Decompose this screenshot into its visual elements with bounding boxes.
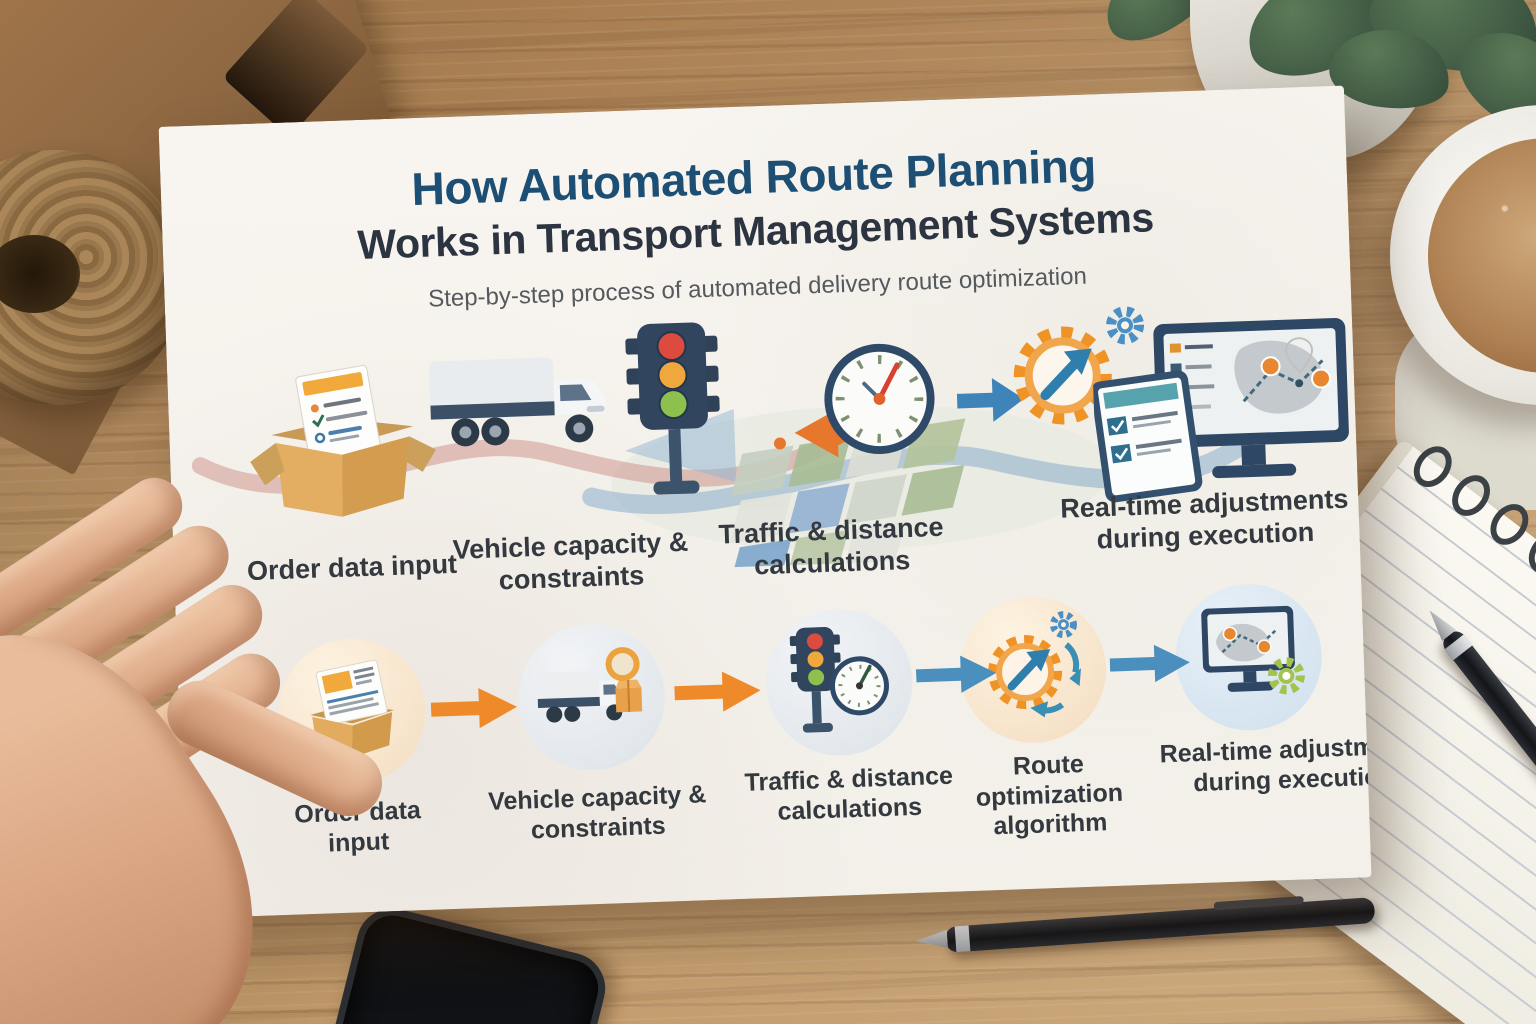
- delivery-truck-icon: [429, 357, 606, 447]
- traffic-light-clock-icon: [789, 626, 889, 733]
- monitor-map-gear-icon: [1201, 605, 1305, 695]
- gear-route-arrows-icon: [988, 611, 1081, 718]
- blue-connector-arrow: [915, 655, 997, 693]
- clock-icon: [824, 343, 935, 455]
- step-label-realtime-adjustments: Real-time adjustments during execution: [1159, 731, 1372, 797]
- gear-with-arrow-icon: [1013, 306, 1145, 425]
- pen-on-desk: [945, 895, 1376, 953]
- orange-connector-arrow: [430, 688, 517, 729]
- badge-route-algorithm: [957, 594, 1109, 746]
- orange-arrow-on-map: [794, 409, 870, 458]
- pen-tip: [915, 930, 948, 950]
- step-label-vehicle-capacity: Vehicle capacity & constraints: [452, 526, 689, 596]
- step-label-vehicle-capacity: Vehicle capacity & constraints: [487, 780, 707, 844]
- step-label-traffic-distance: Traffic & distance calculations: [744, 761, 954, 826]
- blue-arrow-icon: [956, 378, 1024, 422]
- step-label-traffic-distance: Traffic & distance calculations: [718, 511, 945, 581]
- step-label-realtime-adjustments: Real-time adjustments during execution: [1059, 483, 1349, 555]
- infographic-paper: How Automated Route Planning Works in Tr…: [158, 85, 1372, 919]
- twine-ball-hole: [0, 235, 80, 313]
- pen-band: [954, 925, 971, 953]
- badge-realtime-monitor: [1173, 581, 1325, 733]
- truck-package-icon: [536, 647, 643, 723]
- step-label-route-optimization: Route optimization algorithm: [975, 750, 1124, 841]
- open-box-checklist-icon: [250, 365, 436, 517]
- orange-connector-arrow: [674, 671, 761, 712]
- tablet-checklist: [1090, 370, 1203, 503]
- traffic-light-icon: [625, 322, 720, 495]
- badge-truck-package: [516, 621, 668, 773]
- pen-clip: [1213, 895, 1304, 911]
- badge-traffic-clock: [763, 607, 915, 759]
- blue-connector-arrow: [1109, 644, 1190, 683]
- location-pin-outline-icon: [1285, 337, 1314, 374]
- monitor-route-map-icon: [1090, 317, 1349, 503]
